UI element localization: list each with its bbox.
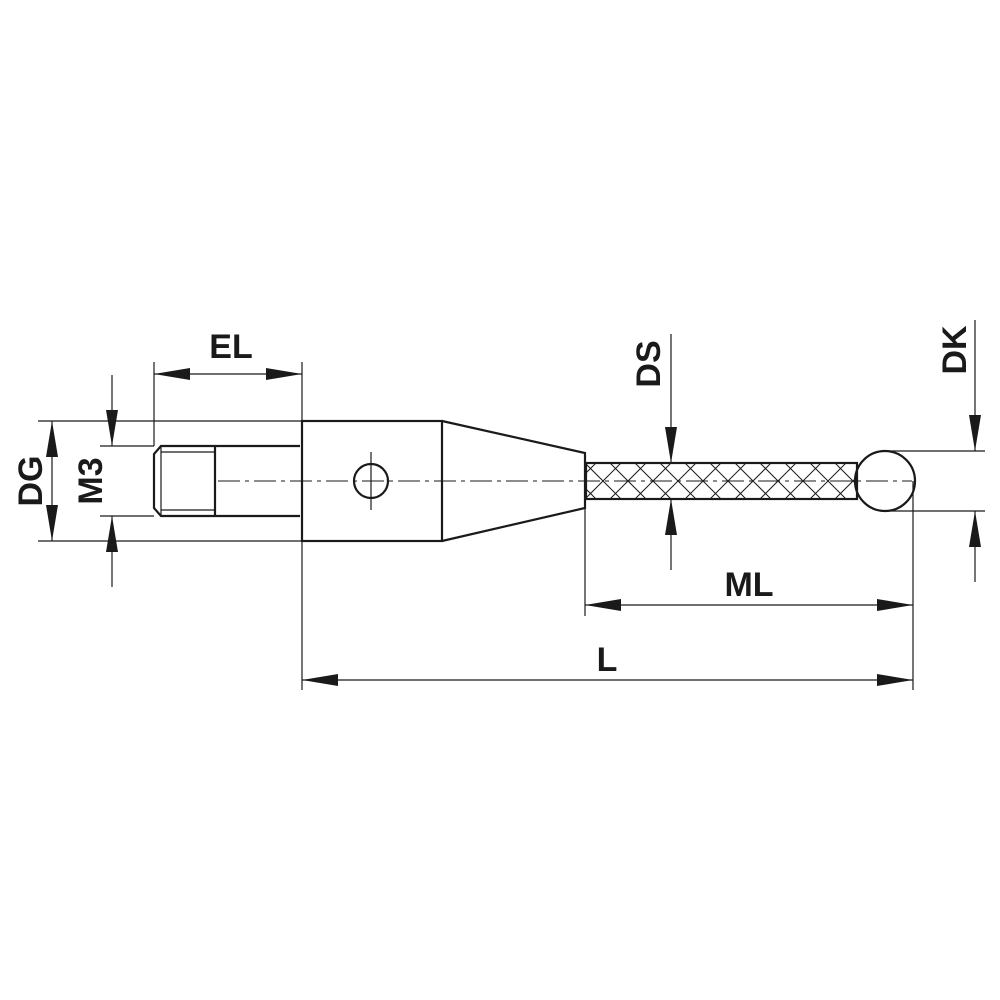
dimension-ds: DS — [630, 334, 677, 570]
label-dk: DK — [936, 325, 974, 375]
dimension-m3: M3 — [72, 375, 118, 587]
label-m3: M3 — [72, 457, 110, 504]
thread — [152, 444, 300, 518]
label-ml: ML — [724, 566, 773, 604]
dimension-dk: DK — [936, 320, 981, 582]
ball-tip — [853, 449, 917, 513]
dimension-l: L — [302, 641, 913, 686]
dimension-dg: DG — [12, 421, 58, 541]
label-el: EL — [209, 328, 252, 366]
label-dg: DG — [12, 456, 50, 507]
dimension-ml: ML — [585, 566, 913, 611]
extension-lines — [38, 362, 985, 690]
label-ds: DS — [630, 340, 668, 387]
dimension-el: EL — [154, 328, 302, 380]
label-l: L — [597, 641, 618, 679]
